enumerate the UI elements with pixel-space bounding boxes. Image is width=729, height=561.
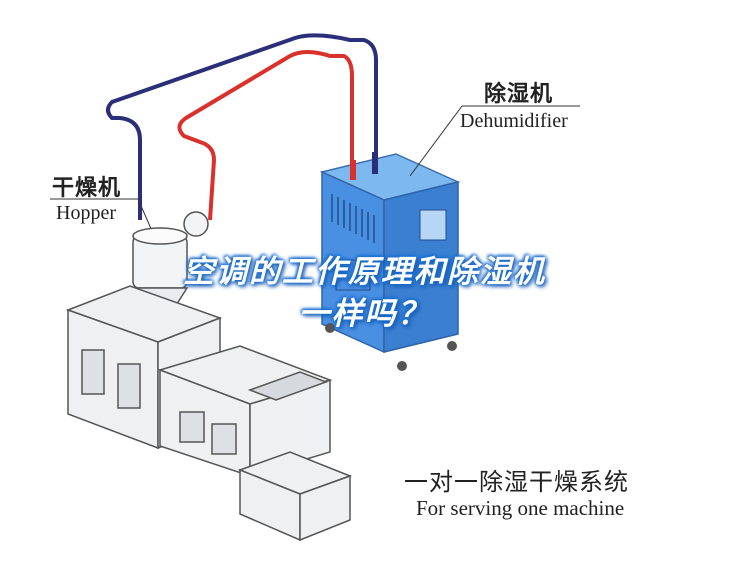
- supply-pipe: [177, 50, 354, 221]
- system-cn-label: 一对一除湿干燥系统: [404, 468, 629, 496]
- dehumidifier-en-label: Dehumidifier: [460, 110, 568, 132]
- dehumidifier-unit: [319, 152, 461, 371]
- dehumidifier-cn-label: 除湿机: [484, 82, 554, 107]
- hopper-en-label: Hopper: [56, 202, 116, 224]
- overlay-title-line1: 空调的工作原理和除湿机: [183, 254, 546, 290]
- hopper-cn-label: 干燥机: [52, 176, 122, 201]
- injection-machine: [65, 285, 353, 542]
- overlay-title-line2: 一样吗？: [298, 296, 431, 332]
- return-pipe: [106, 33, 378, 220]
- system-en-label: For serving one machine: [416, 496, 625, 520]
- dehumidifier-leader: [409, 105, 463, 177]
